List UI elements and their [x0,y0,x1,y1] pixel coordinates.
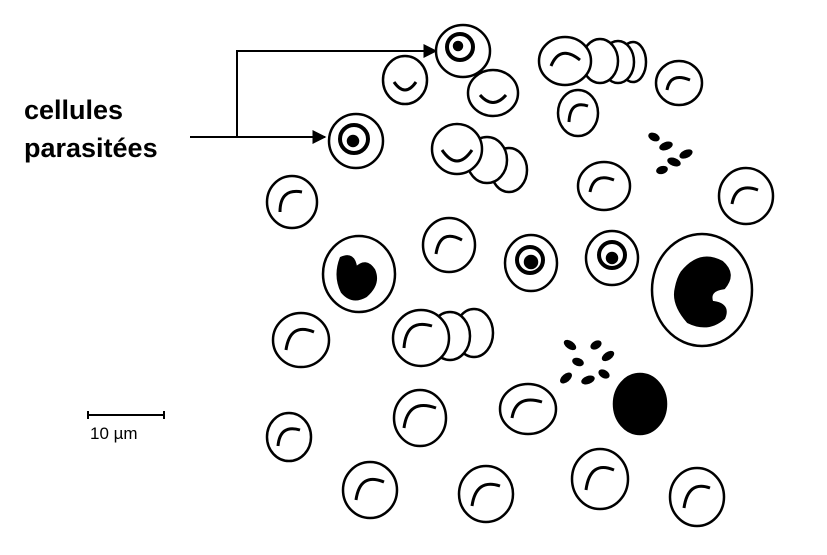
red-blood-cell [572,449,628,509]
parasitized-cells-label-line2: parasitées [24,133,158,164]
red-blood-cell [656,61,702,105]
parasitized-cell [586,231,638,285]
red-blood-cell-stack [539,37,646,85]
red-blood-cell [394,390,446,446]
parasitized-cell [505,235,557,291]
red-blood-cell [273,313,329,367]
lymphocyte [614,374,666,434]
scale-bar [88,411,164,419]
red-blood-cell [719,168,773,224]
red-blood-cell [343,462,397,518]
red-blood-cell [423,218,475,272]
platelet-cluster-upper [647,131,694,176]
red-blood-cell [383,56,427,104]
monocyte [652,234,752,346]
red-blood-cell [558,90,598,136]
red-blood-cell [267,413,311,461]
red-blood-cell-stack [432,124,527,192]
red-blood-cell [500,384,556,434]
red-blood-cell [468,70,518,116]
scale-bar-label: 10 µm [90,424,138,444]
parasitized-cell-upper [436,25,490,77]
parasitized-cells-label-line1: cellules [24,95,123,126]
red-blood-cell [578,162,630,210]
red-blood-cell-stack [393,309,493,366]
parasitized-cell-lower [329,114,383,168]
red-blood-cell [670,468,724,526]
neutrophil [323,236,395,312]
red-blood-cell [459,466,513,522]
red-blood-cell [267,176,317,228]
platelet-cluster-lower [558,338,616,386]
